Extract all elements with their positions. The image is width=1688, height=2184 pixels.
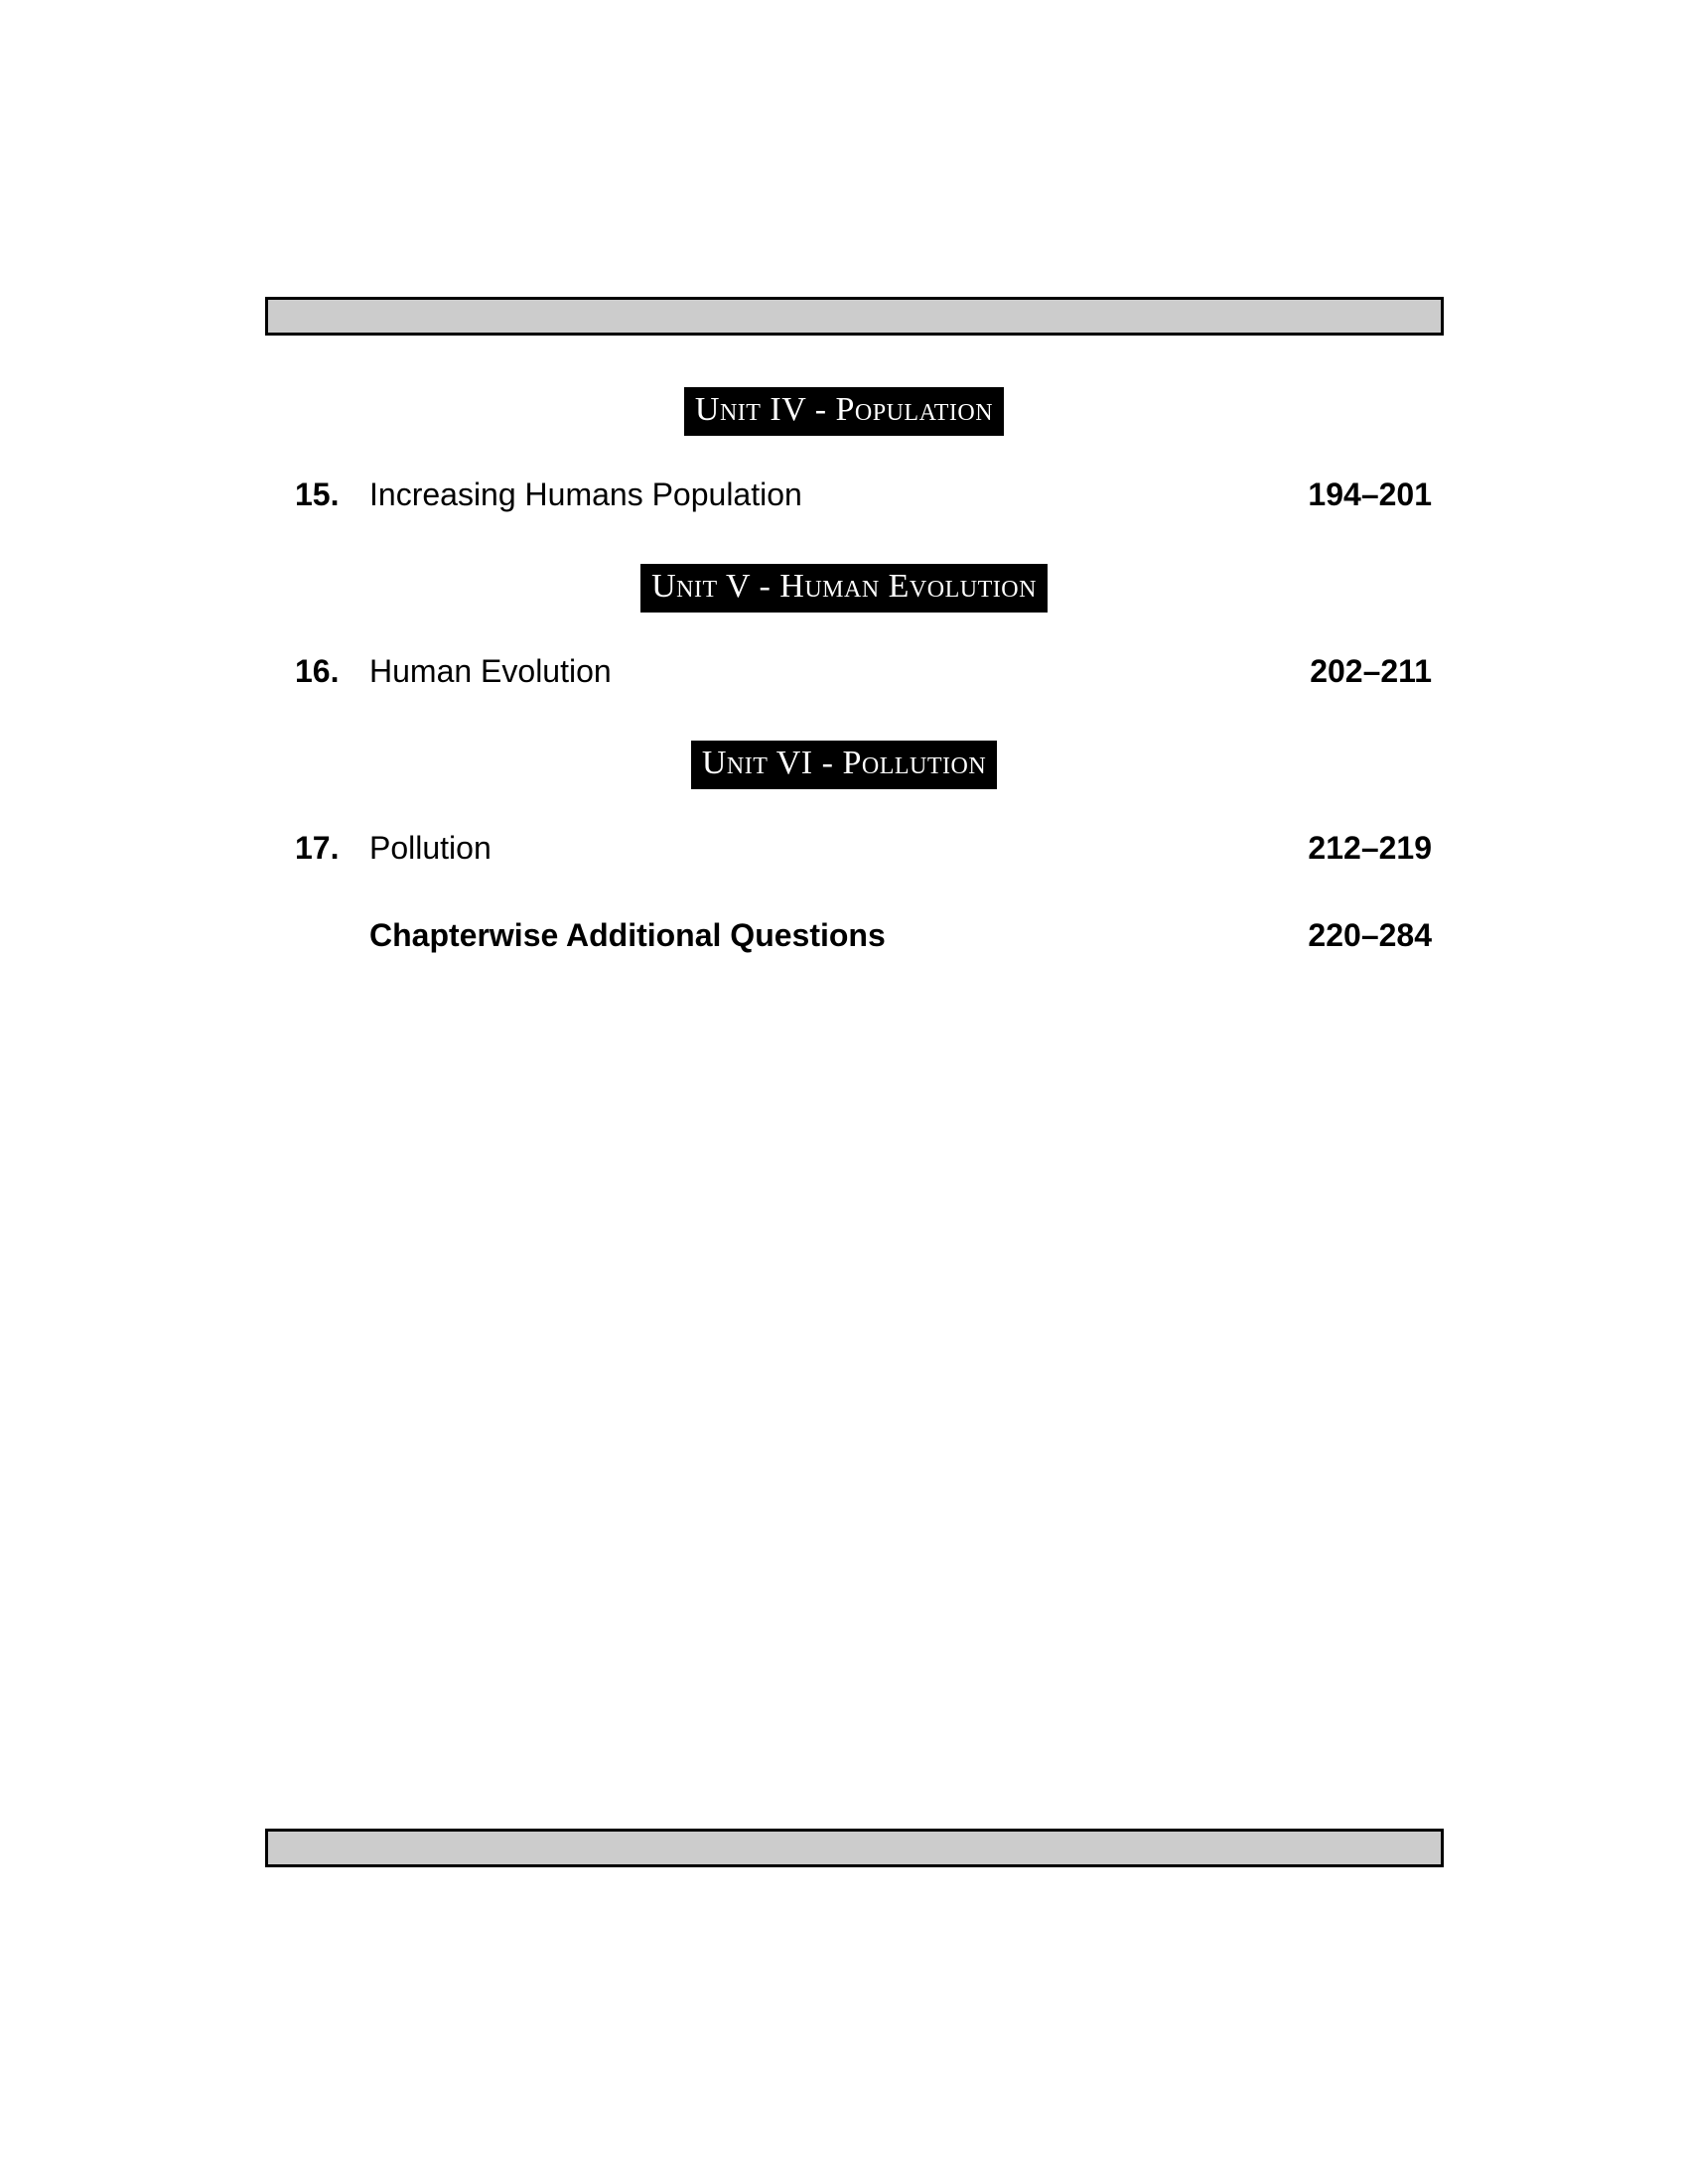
chapter-number: 17. [295, 830, 340, 866]
chapter-title[interactable]: Increasing Humans Population [369, 477, 802, 512]
chapter-pages: 202–211 [1310, 653, 1432, 689]
chapter-title[interactable]: Human Evolution [369, 653, 612, 689]
additional-title[interactable]: Chapterwise Additional Questions [369, 917, 886, 953]
top-decorative-bar [265, 297, 1444, 336]
additional-pages: 220–284 [1308, 917, 1432, 953]
chapter-pages: 194–201 [1308, 477, 1432, 512]
toc-row[interactable]: 16. Human Evolution 202–211 [0, 653, 1688, 697]
chapter-pages: 212–219 [1308, 830, 1432, 866]
toc-row-additional[interactable]: Chapterwise Additional Questions 220–284 [0, 917, 1688, 961]
chapter-number: 16. [295, 653, 340, 689]
toc-row[interactable]: 15. Increasing Humans Population 194–201 [0, 477, 1688, 520]
chapter-title[interactable]: Pollution [369, 830, 492, 866]
unit-heading-iv: Unit IV - Population [0, 387, 1688, 436]
unit-heading-v: Unit V - Human Evolution [0, 564, 1688, 613]
unit-label: Unit IV - Population [683, 387, 1005, 436]
unit-label: Unit VI - Pollution [690, 741, 998, 789]
chapter-number: 15. [295, 477, 340, 512]
unit-label: Unit V - Human Evolution [640, 564, 1048, 613]
unit-heading-vi: Unit VI - Pollution [0, 741, 1688, 789]
toc-row[interactable]: 17. Pollution 212–219 [0, 830, 1688, 874]
bottom-decorative-bar [265, 1829, 1444, 1867]
